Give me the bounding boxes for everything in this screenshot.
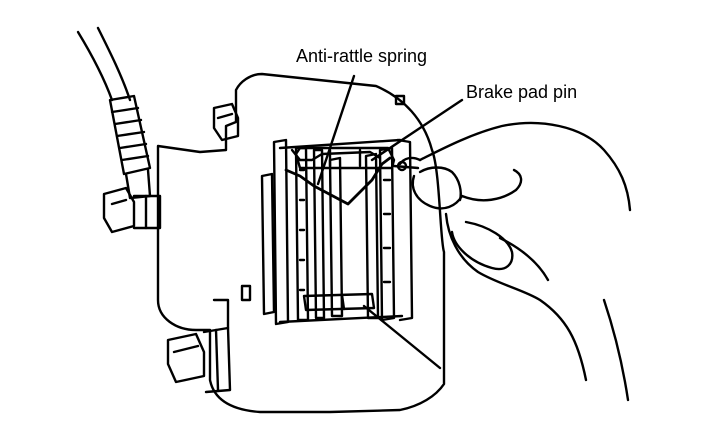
brake-disc [312,148,380,320]
lower-mounting-bolt [166,298,232,394]
hose-fitting-bolt [102,186,162,234]
body-bolt-a [240,284,252,302]
lower-pin-leader [362,304,442,370]
brake-pad-pin-leader [370,98,464,162]
outer-brake-pad [378,146,396,322]
anti-rattle-spring-leader [316,74,356,186]
lower-pad-pin [302,292,376,312]
technician-hand [398,121,632,402]
anti-rattle-spring [284,156,392,206]
anti-rattle-spring-label: Anti-rattle spring [296,46,427,66]
pad-window-frame [260,138,414,326]
brake-pad-pin [294,146,420,172]
upper-mounting-bolt [212,102,240,142]
brake-pad-pin-label: Brake pad pin [466,82,577,102]
anti-rattle-spring-top [290,148,382,162]
brake-hose [76,26,152,200]
caliper-body [156,72,446,414]
body-bolt-b [394,94,406,106]
